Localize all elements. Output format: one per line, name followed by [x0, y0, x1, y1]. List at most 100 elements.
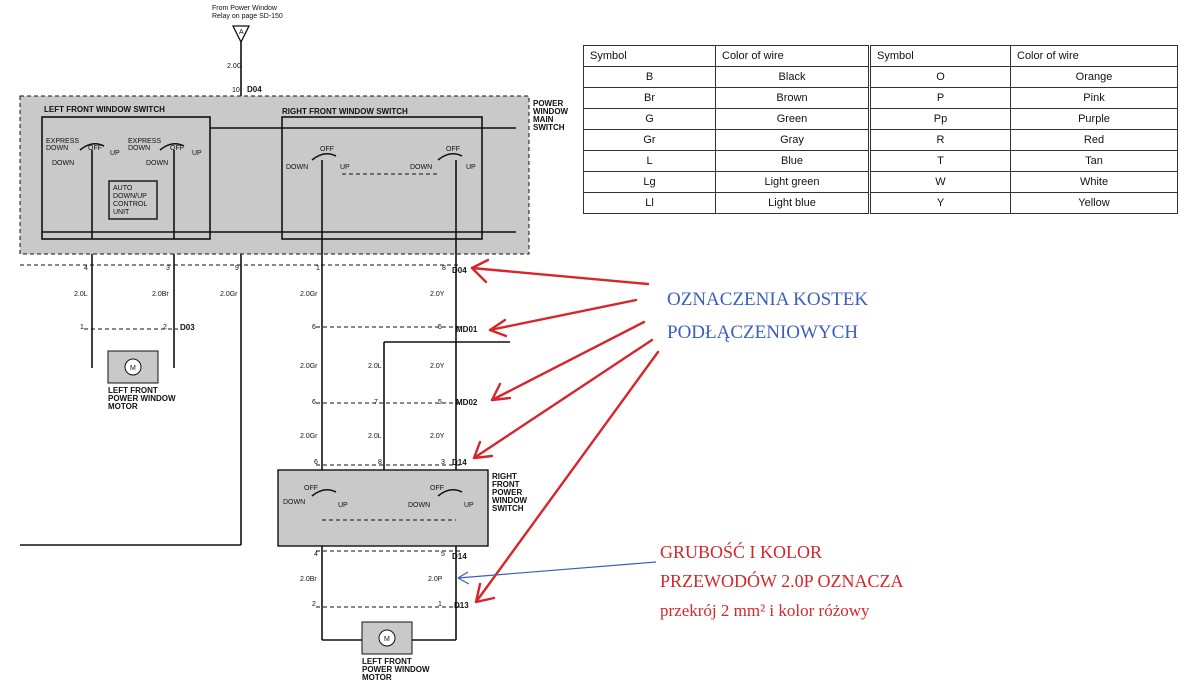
main-switch-label-1: POWER — [533, 99, 563, 108]
d14-top-pin-3: 3 — [441, 459, 445, 466]
left-express-down-2b: DOWN — [128, 145, 150, 152]
main-switch-label-2: WINDOW — [533, 107, 569, 116]
legend-cell: Light green — [715, 171, 870, 193]
legend-row: Br Brown P Pink — [583, 87, 1178, 109]
legend-cell: Red — [1010, 129, 1178, 151]
left-switch-arc-1 — [79, 142, 105, 151]
left-motor-label-2: POWER WINDOW — [108, 394, 176, 403]
legend-cell: G — [583, 108, 716, 130]
conn-md02: MD02 — [456, 398, 478, 407]
d03-pin-2: 2 — [163, 324, 167, 331]
red-arrow-md01 — [488, 298, 638, 332]
conn-d14-bot: D14 — [452, 552, 467, 561]
d04-pin-8: 8 — [442, 265, 446, 272]
annotation-blue-line-1: OZNACZENIA KOSTEK — [667, 289, 869, 310]
annotation-red-line-3: przekrój 2 mm² i kolor różowy — [660, 601, 870, 620]
right-off-label-b: OFF — [446, 146, 460, 153]
md01-pin-5: 5 — [438, 324, 442, 331]
md02-pin-5: 5 — [438, 399, 442, 406]
rf-switch-label-2: FRONT — [492, 480, 520, 489]
left-express-down-1b: EXPRESS — [128, 138, 161, 145]
legend-cell: L — [583, 150, 716, 172]
legend-row: Gr Gray R Red — [583, 129, 1178, 151]
rf-up-label-b: UP — [464, 502, 474, 509]
right-switch-box — [281, 116, 483, 240]
conn-d14-top: D14 — [452, 458, 467, 467]
left-motor-icon — [124, 358, 142, 376]
wire-label-bottom-p: 2.0P — [428, 576, 443, 583]
left-up-label-b: UP — [192, 150, 202, 157]
wire-label-2-0br: 2.0Br — [152, 291, 169, 298]
d04-pin-4: 4 — [84, 265, 88, 272]
bottom-motor-label-1: LEFT FRONT — [362, 657, 412, 666]
legend-cell: Pink — [1010, 87, 1178, 109]
red-arrowhead-md01 — [488, 318, 508, 338]
red-arrow-d04 — [470, 266, 650, 286]
right-switch-arc-1 — [311, 152, 337, 161]
right-down-label: DOWN — [286, 164, 308, 171]
md02-pin-7: 7 — [374, 399, 378, 406]
legend-cell: Black — [715, 66, 870, 88]
legend-cell: Gray — [715, 129, 870, 151]
d13-pin-1: 1 — [438, 601, 442, 608]
legend-cell: W — [868, 171, 1011, 193]
wire-label-d04-y: 2.0Y — [430, 291, 445, 298]
rf-switch-arc-1 — [311, 488, 337, 497]
legend-header-color: Color of wire — [715, 45, 870, 67]
left-down-label-b: DOWN — [146, 160, 168, 167]
legend-cell: Light blue — [715, 192, 870, 214]
wire-label-2-0l: 2.0L — [74, 291, 88, 298]
right-front-switch-box — [277, 469, 489, 547]
annotation-connector-labels: OZNACZENIA KOSTEK PODŁĄCZENIOWYCH — [667, 283, 868, 349]
wire-color-legend: Symbol Color of wire Symbol Color of wir… — [583, 45, 1178, 214]
d04-pin-3: 3 — [166, 265, 170, 272]
wire-label-md-gr: 2.0Gr — [300, 363, 318, 370]
rf-off-label: OFF — [304, 485, 318, 492]
bottom-motor-icon — [378, 629, 396, 647]
red-arrow-d13 — [474, 350, 660, 604]
wire-label-bottom-br: 2.0Br — [300, 576, 317, 583]
legend-row: L Blue T Tan — [583, 150, 1178, 172]
wire-label-md2-gr: 2.0Gr — [300, 433, 318, 440]
conn-md01: MD01 — [456, 325, 478, 334]
red-arrowhead-d14 — [472, 440, 494, 460]
right-down-label-b: DOWN — [410, 164, 432, 171]
rf-switch-label-3: POWER — [492, 488, 522, 497]
left-switch-arc-2 — [159, 142, 185, 151]
red-arrow-md02 — [490, 320, 646, 402]
wire-label-md-l: 2.0L — [368, 363, 382, 370]
rf-switch-label-5: SWITCH — [492, 504, 524, 513]
blue-arrow-2-0p — [457, 561, 657, 579]
legend-cell: White — [1010, 171, 1178, 193]
left-up-label: UP — [110, 150, 120, 157]
rf-down-label: DOWN — [283, 499, 305, 506]
legend-cell: Blue — [715, 150, 870, 172]
legend-cell: Purple — [1010, 108, 1178, 130]
legend-header-color-2: Color of wire — [1010, 45, 1178, 67]
wire-label-2-0gr: 2.0Gr — [220, 291, 238, 298]
blue-arrowhead-2-0p — [457, 571, 470, 585]
bottom-motor-label-2: POWER WINDOW — [362, 665, 430, 674]
red-arrowhead-md02 — [490, 382, 512, 402]
red-arrow-d14 — [472, 338, 654, 460]
legend-cell: O — [868, 66, 1011, 88]
right-up-label: UP — [340, 164, 350, 171]
left-express-down-2: DOWN — [46, 145, 68, 152]
legend-cell: Yellow — [1010, 192, 1178, 214]
legend-cell: Y — [868, 192, 1011, 214]
legend-cell: Gr — [583, 129, 716, 151]
auto-control-unit — [108, 180, 158, 220]
md02-pin-6: 6 — [312, 399, 316, 406]
left-express-down-1: EXPRESS — [46, 138, 79, 145]
legend-cell: Lg — [583, 171, 716, 193]
source-note-line1: From Power Window — [212, 5, 278, 12]
d14-bot-pin-4: 4 — [314, 551, 318, 558]
conn-d03: D03 — [180, 323, 195, 332]
rf-down-label-b: DOWN — [408, 502, 430, 509]
d04-pin-9: 9 — [235, 265, 239, 272]
wire-label-md2-l: 2.0L — [368, 433, 382, 440]
connector-a-triangle — [231, 25, 251, 44]
d04-pin-1: 1 — [316, 265, 320, 272]
legend-cell: R — [868, 129, 1011, 151]
